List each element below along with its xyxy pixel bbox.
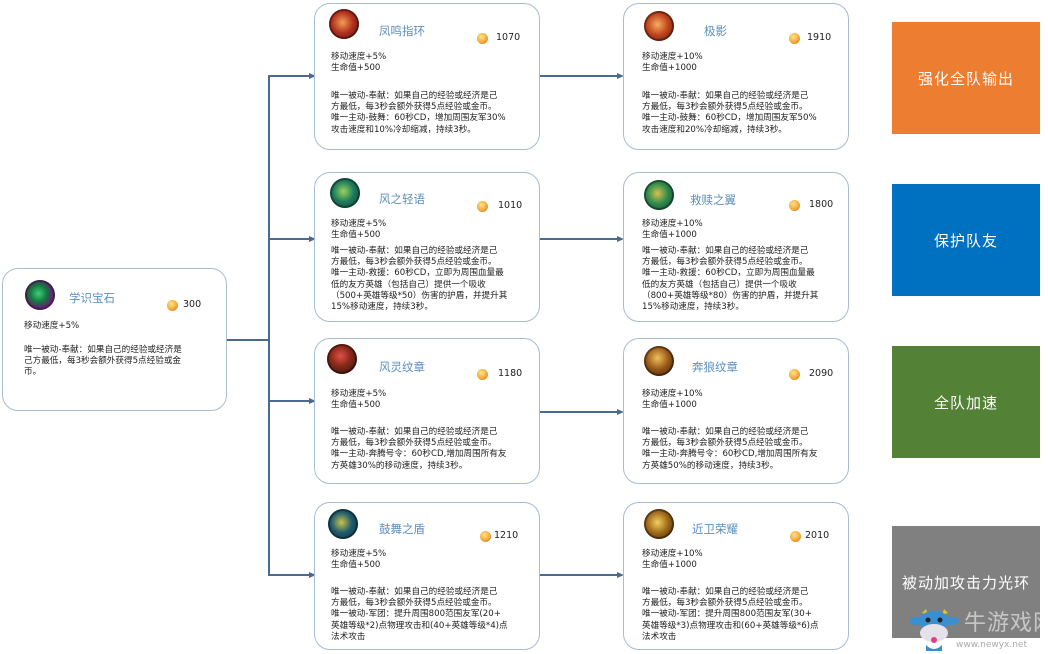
category-label: 保护队友 bbox=[933, 231, 998, 250]
item-card-tier2-1[interactable]: 凤鸣指环 1070 移动速度+5% 生命值+500 唯一被动-奉献：如果自己的经… bbox=[314, 3, 540, 150]
item-price: 1910 bbox=[807, 32, 832, 43]
wind-spirit-emblem-icon bbox=[327, 344, 357, 374]
item-name: 风灵纹章 bbox=[379, 360, 425, 374]
item-stats: 移动速度+5% 生命值+500 bbox=[331, 52, 387, 74]
item-price: 1800 bbox=[809, 199, 834, 210]
item-price: 1070 bbox=[496, 32, 521, 43]
item-price: 1180 bbox=[498, 368, 523, 379]
item-stats: 移动速度+5% 生命值+500 bbox=[331, 549, 387, 571]
connector-tier2-1-to-tier3-1 bbox=[540, 75, 620, 77]
connector-trunk bbox=[268, 75, 270, 576]
item-card-root[interactable]: 学识宝石 300 移动速度+5% 唯一被动-奉献：如果自己的经验或经济是 己方最… bbox=[2, 268, 227, 411]
item-description: 唯一被动-奉献：如果自己的经验或经济是己 方最低，每3秒会额外获得5点经验或金币… bbox=[642, 587, 819, 642]
item-name: 极影 bbox=[704, 24, 727, 38]
arrow-icon bbox=[617, 72, 624, 79]
guard-glory-icon bbox=[644, 509, 674, 539]
item-description: 唯一被动-奉献：如果自己的经验或经济是己 方最低，每3秒会额外获得5点经验或金币… bbox=[331, 587, 508, 642]
wind-whisper-icon bbox=[330, 178, 360, 208]
category-protect-allies: 保护队友 bbox=[892, 184, 1040, 296]
item-stats: 移动速度+10% 生命值+1000 bbox=[642, 389, 703, 411]
watermark-url: www.newyx.net bbox=[956, 640, 1028, 650]
item-stats: 移动速度+10% 生命值+1000 bbox=[642, 549, 703, 571]
connector-to-tier2-2 bbox=[268, 238, 310, 240]
item-description: 唯一被动-奉献：如果自己的经验或经济是己 方最低，每3秒会额外获得5点经验或金币… bbox=[331, 246, 508, 313]
connector-tier2-4-to-tier3-4 bbox=[540, 574, 620, 576]
gold-coin-icon bbox=[789, 33, 800, 44]
gold-coin-icon bbox=[167, 300, 178, 311]
item-price: 1010 bbox=[498, 200, 523, 211]
cow-mascot-icon bbox=[909, 609, 959, 651]
item-name: 学识宝石 bbox=[69, 291, 115, 305]
arrow-icon bbox=[617, 408, 624, 415]
connector-to-tier2-3 bbox=[268, 400, 310, 402]
watermark-brand: 牛游戏网 bbox=[964, 611, 1048, 636]
gold-coin-icon bbox=[477, 201, 488, 212]
item-card-tier2-4[interactable]: 鼓舞之盾 1210 移动速度+5% 生命值+500 唯一被动-奉献：如果自己的经… bbox=[314, 502, 540, 650]
item-name: 救赎之翼 bbox=[690, 193, 736, 207]
item-stats: 移动速度+5% 生命值+500 bbox=[331, 219, 387, 241]
item-description: 唯一被动-奉献：如果自己的经验或经济是 己方最低，每3秒会额外获得5点经验或金 … bbox=[24, 345, 182, 378]
extreme-shadow-icon bbox=[644, 11, 674, 41]
item-name: 奔狼纹章 bbox=[692, 360, 738, 374]
item-description: 唯一被动-奉献：如果自己的经验或经济是己 方最低，每3秒会额外获得5点经验或金币… bbox=[642, 427, 818, 471]
item-description: 唯一被动-奉献：如果自己的经验或经济是己 方最低，每3秒会额外获得5点经验或金币… bbox=[642, 246, 819, 313]
running-wolf-emblem-icon bbox=[644, 346, 674, 376]
item-stats: 移动速度+10% 生命值+1000 bbox=[642, 52, 703, 74]
gold-coin-icon bbox=[789, 200, 800, 211]
connector-tier2-2-to-tier3-2 bbox=[540, 238, 620, 240]
item-description: 唯一被动-奉献：如果自己的经验或经济是己 方最低，每3秒会额外获得5点经验或金币… bbox=[331, 427, 507, 471]
item-name: 近卫荣耀 bbox=[692, 522, 738, 536]
category-team-damage: 强化全队输出 bbox=[892, 22, 1040, 134]
item-price: 2090 bbox=[809, 368, 834, 379]
category-label: 强化全队输出 bbox=[917, 69, 1014, 88]
arrow-icon bbox=[309, 235, 316, 242]
gold-coin-icon bbox=[789, 369, 800, 380]
item-name: 鼓舞之盾 bbox=[379, 522, 425, 536]
gold-coin-icon bbox=[477, 33, 488, 44]
item-card-tier3-2[interactable]: 救赎之翼 1800 移动速度+10% 生命值+1000 唯一被动-奉献：如果自己… bbox=[623, 172, 849, 322]
arrow-icon bbox=[617, 235, 624, 242]
item-name: 凤鸣指环 bbox=[379, 24, 425, 38]
category-label: 全队加速 bbox=[933, 393, 998, 412]
arrow-icon bbox=[617, 571, 624, 578]
item-stats: 移动速度+5% 生命值+500 bbox=[331, 389, 387, 411]
gold-coin-icon bbox=[480, 531, 491, 542]
item-stats: 移动速度+5% bbox=[24, 321, 80, 331]
item-price: 300 bbox=[183, 299, 202, 310]
category-label: 被动加攻击力光环 bbox=[901, 573, 1030, 592]
gold-coin-icon bbox=[790, 531, 801, 542]
item-card-tier2-2[interactable]: 风之轻语 1010 移动速度+5% 生命值+500 唯一被动-奉献：如果自己的经… bbox=[314, 172, 540, 322]
item-price: 1210 bbox=[494, 530, 519, 541]
item-description: 唯一被动-奉献：如果自己的经验或经济是己 方最低，每3秒会额外获得5点经验或金币… bbox=[331, 91, 506, 135]
gold-coin-icon bbox=[477, 369, 488, 380]
connector-to-tier2-4 bbox=[268, 574, 310, 576]
arrow-icon bbox=[309, 72, 316, 79]
item-card-tier3-1[interactable]: 极影 1910 移动速度+10% 生命值+1000 唯一被动-奉献：如果自己的经… bbox=[623, 3, 849, 150]
green-gem-icon bbox=[25, 280, 55, 310]
item-stats: 移动速度+10% 生命值+1000 bbox=[642, 219, 703, 241]
phoenix-ring-icon bbox=[329, 9, 359, 39]
connector-to-tier2-1 bbox=[268, 75, 310, 77]
inspiring-shield-icon bbox=[328, 509, 358, 539]
connector-tier2-3-to-tier3-3 bbox=[540, 411, 620, 413]
arrow-icon bbox=[309, 571, 316, 578]
item-name: 风之轻语 bbox=[379, 192, 425, 206]
item-price: 2010 bbox=[805, 530, 830, 541]
item-card-tier2-3[interactable]: 风灵纹章 1180 移动速度+5% 生命值+500 唯一被动-奉献：如果自己的经… bbox=[314, 338, 540, 484]
connector-root-branch bbox=[226, 339, 269, 341]
category-team-speed: 全队加速 bbox=[892, 346, 1040, 458]
item-card-tier3-3[interactable]: 奔狼纹章 2090 移动速度+10% 生命值+1000 唯一被动-奉献：如果自己… bbox=[623, 338, 849, 484]
arrow-icon bbox=[309, 397, 316, 404]
item-card-tier3-4[interactable]: 近卫荣耀 2010 移动速度+10% 生命值+1000 唯一被动-奉献：如果自己… bbox=[623, 502, 849, 650]
item-description: 唯一被动-奉献：如果自己的经验或经济是己 方最低，每3秒会额外获得5点经验或金币… bbox=[642, 91, 817, 135]
redemption-wing-icon bbox=[644, 180, 674, 210]
